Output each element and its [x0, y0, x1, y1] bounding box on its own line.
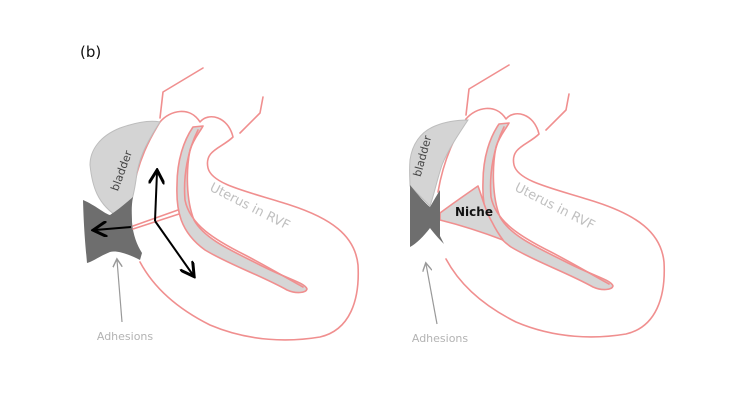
- bladder-shape: [409, 119, 469, 207]
- uterus-label: Uterus in RVF: [512, 180, 597, 233]
- uterus-label: Uterus in RVF: [207, 180, 292, 233]
- niche-shape: [439, 185, 504, 241]
- arrow-left: [95, 227, 132, 230]
- right-panel: bladder Niche Uterus in RVF Adhesions: [409, 64, 666, 345]
- arrow-down: [154, 220, 193, 275]
- adhesions-pointer: [426, 264, 438, 325]
- adhesions-label: Adhesions: [412, 332, 469, 345]
- left-panel: bladder Uterus in RVF Adhesions: [83, 67, 360, 343]
- arrow-up: [155, 172, 157, 222]
- panel-label: (b): [80, 43, 101, 61]
- adhesions-pointer: [117, 260, 123, 323]
- adhesions-label: Adhesions: [97, 330, 154, 343]
- adhesion-shape: [410, 185, 444, 247]
- bladder-shape: [89, 120, 161, 219]
- niche-label: Niche: [455, 205, 493, 219]
- adhesion-shape: [83, 197, 142, 263]
